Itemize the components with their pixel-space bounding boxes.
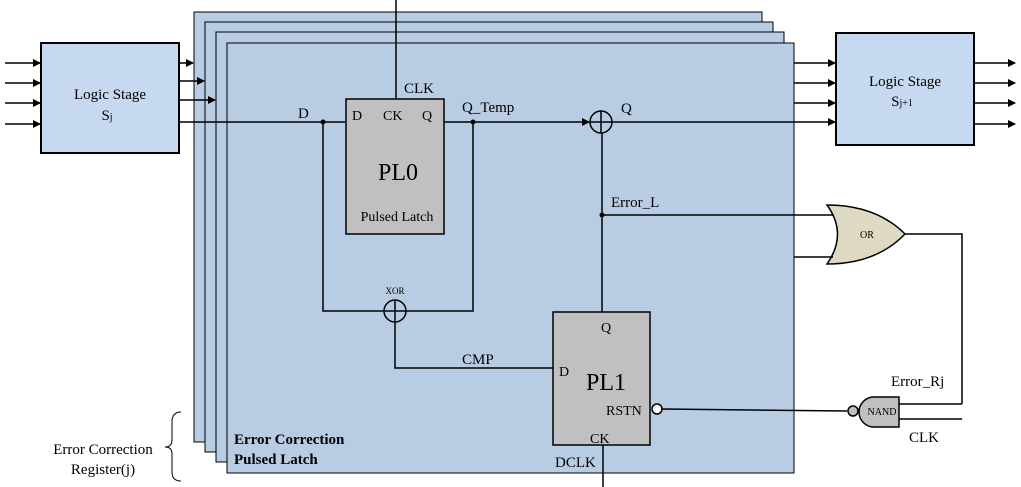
pl1-d-port: D [559, 365, 569, 380]
pl0-desc: Pulsed Latch [361, 210, 434, 225]
pl0-latch: D CK Q PL0 Pulsed Latch [345, 98, 445, 235]
xor-input-d-wire [322, 122, 384, 312]
pl1-rstn-port: RSTN [606, 404, 642, 419]
left-input-arrows [5, 59, 41, 128]
right-output-arrows [974, 59, 1016, 128]
dclk-label: DCLK [555, 455, 596, 471]
register-brace [164, 411, 182, 482]
clk-top-label: CLK [404, 81, 434, 97]
nand-gate-icon: NAND [847, 396, 900, 428]
error-rj-label: Error_Rj [891, 374, 944, 390]
xor-label: XOR [385, 286, 404, 296]
logic-stage-right-sub: Sj+1 [891, 94, 913, 110]
pl1-latch: Q D PL1 RSTN CK [552, 311, 651, 447]
panel-to-stage-arrows [794, 59, 836, 107]
logic-stage-left-sub: Sj [101, 108, 112, 124]
logic-stage-left: Logic Stage Sj [40, 42, 180, 154]
rstn-inversion-bubble [651, 403, 663, 415]
pl0-name: PL0 [378, 160, 418, 186]
pl1-name: PL1 [586, 370, 626, 396]
panel-label-line2: Pulsed Latch [234, 452, 318, 468]
front-panel [226, 42, 795, 474]
clk-bottom-label: CLK [909, 430, 939, 446]
stacked-register-panels [193, 11, 795, 474]
rstn-wire [661, 408, 848, 412]
panel-label-line1: Error Correction [234, 432, 345, 448]
pl0-d-port: D [352, 109, 362, 124]
stage-to-panel-arrows [179, 59, 216, 104]
xor-input-qtemp-wire [406, 122, 474, 312]
cmp-wire [394, 322, 553, 369]
pl0-ck-port: CK [383, 109, 402, 124]
pl1-q-port: Q [601, 321, 611, 336]
cmp-label: CMP [462, 352, 494, 368]
or-gate-label: OR [860, 230, 874, 241]
or-output-wire [905, 233, 963, 404]
q-temp-label: Q_Temp [462, 100, 514, 116]
register-label-line2: Register(j) [71, 462, 135, 478]
register-label-line1: Error Correction [53, 442, 153, 458]
or-gate-icon: OR [825, 204, 907, 265]
logic-stage-left-title: Logic Stage [74, 87, 146, 103]
d-signal-label: D [298, 106, 309, 122]
error-l-label: Error_L [611, 195, 659, 211]
nand-gate-label: NAND [868, 407, 897, 418]
pl0-q-port: Q [422, 109, 432, 124]
q-output-label: Q [621, 101, 632, 117]
compare-xor-icon [383, 299, 407, 323]
pl1-ck-port: CK [590, 432, 609, 447]
logic-stage-right: Logic Stage Sj+1 [835, 32, 975, 146]
logic-stage-right-title: Logic Stage [869, 74, 941, 90]
output-xor-icon [589, 110, 613, 134]
